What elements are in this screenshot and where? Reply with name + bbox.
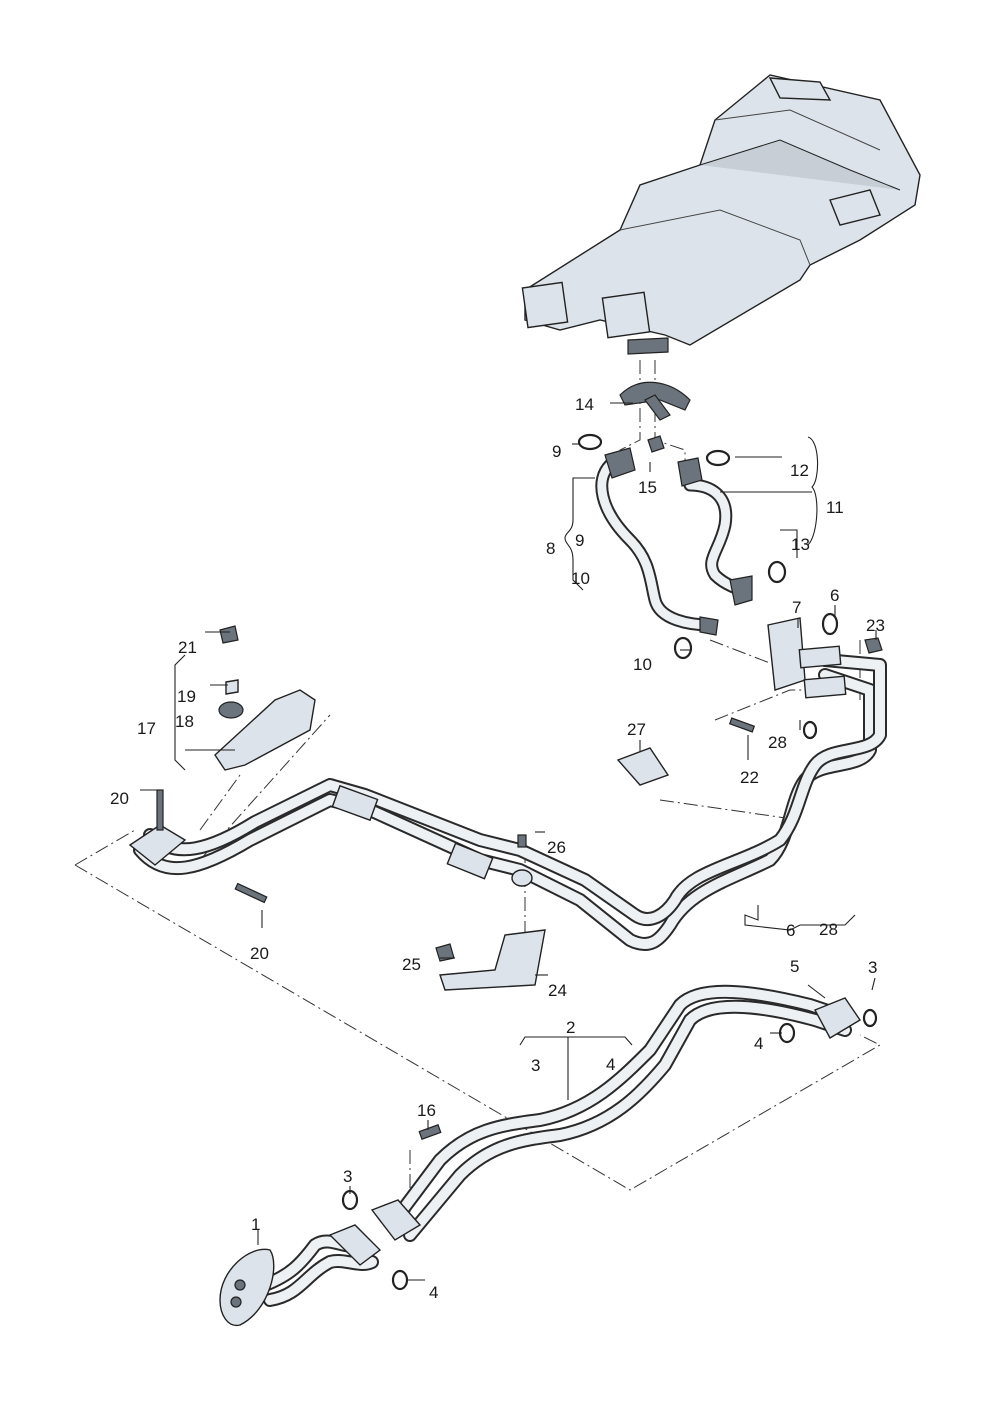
part-18-grommet: [218, 701, 244, 719]
upper-lines: [595, 447, 753, 636]
callout-21: 21: [178, 638, 197, 657]
main-refrigerant-line: [128, 653, 887, 951]
callout-23: 23: [866, 616, 885, 635]
callout-11: 11: [826, 498, 844, 517]
callout-26: 26: [547, 838, 566, 857]
part-26-screw: [517, 834, 527, 848]
callout-1: 1: [251, 1215, 260, 1234]
callout-28: 28: [819, 920, 838, 939]
callout-labels: 1 2 3 3 3 4 4 4 5 6 6 7 8 9 9 10 10 11 1…: [110, 395, 885, 1302]
callout-8: 8: [546, 539, 555, 558]
callout-9: 9: [575, 531, 584, 550]
callout-24: 24: [548, 981, 567, 1000]
part-19-sleeve: [225, 679, 239, 695]
callout-3: 3: [868, 958, 877, 977]
callout-28: 28: [768, 733, 787, 752]
callout-4: 4: [429, 1283, 438, 1302]
part-22-bolt: [728, 717, 756, 733]
callout-20: 20: [110, 789, 129, 808]
callout-14: 14: [575, 395, 594, 414]
lower-refrigerant-line: [370, 984, 861, 1242]
callout-18: 18: [175, 712, 194, 731]
callout-10: 10: [571, 569, 590, 588]
callout-4: 4: [754, 1034, 763, 1053]
part-20-bolt-upper: [156, 789, 164, 831]
part-1-fitting: [219, 1224, 382, 1327]
part-20-bolt-lower: [234, 882, 268, 904]
callout-5: 5: [790, 957, 799, 976]
callout-17: 17: [137, 719, 156, 738]
assembly-lines: [74, 360, 882, 1220]
callout-9: 9: [552, 442, 561, 461]
hvac-housing: [521, 74, 921, 355]
callout-4: 4: [606, 1055, 615, 1074]
callout-19: 19: [177, 687, 196, 706]
part-24-bracket: [439, 929, 546, 991]
part-17-bracket: [214, 689, 316, 771]
callout-6: 6: [786, 921, 795, 940]
callout-10: 10: [633, 655, 652, 674]
part-27-clip: [616, 747, 670, 786]
part-23-nut: [864, 637, 883, 654]
small-parts: [156, 381, 883, 1291]
part-15-nut: [647, 435, 665, 453]
callout-13: 13: [791, 535, 810, 554]
callout-27: 27: [627, 720, 646, 739]
leader-lines: [140, 402, 877, 1281]
callout-7: 7: [792, 598, 801, 617]
callout-2: 2: [566, 1018, 575, 1037]
callout-3: 3: [343, 1167, 352, 1186]
part-16-bolt: [418, 1124, 442, 1140]
callout-22: 22: [740, 768, 759, 787]
callout-15: 15: [638, 478, 657, 497]
callout-16: 16: [417, 1101, 436, 1120]
callout-20: 20: [250, 944, 269, 963]
callout-6: 6: [830, 586, 839, 605]
part-21-nut: [219, 625, 239, 644]
callout-3: 3: [531, 1056, 540, 1075]
callout-12: 12: [790, 461, 809, 480]
callout-25: 25: [402, 955, 421, 974]
